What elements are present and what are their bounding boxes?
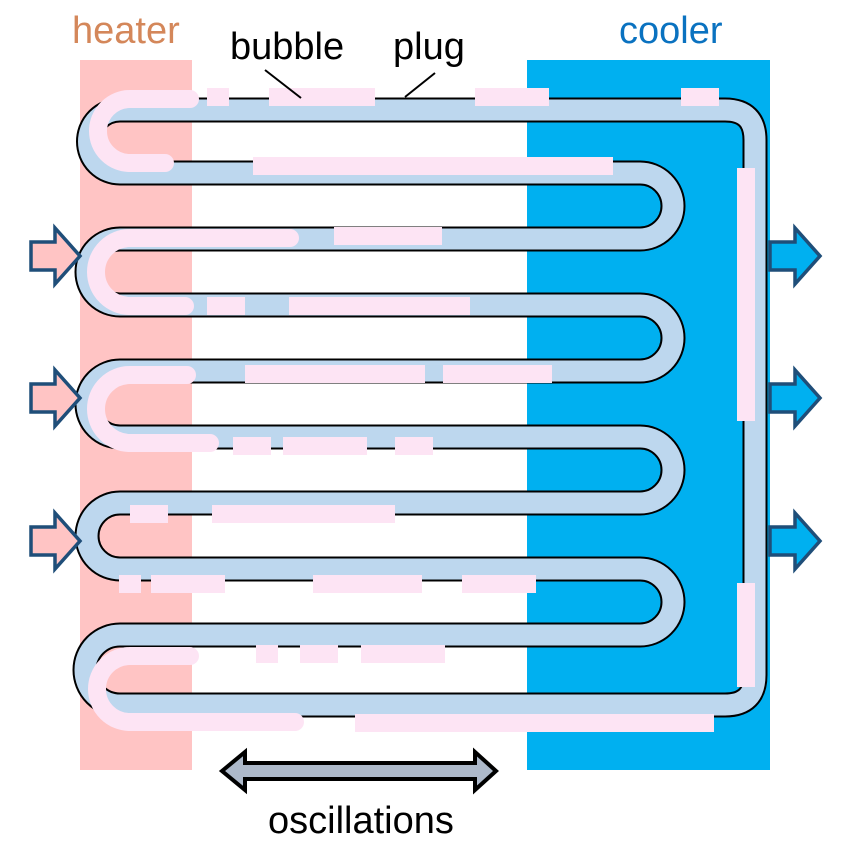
heat-in-arrows bbox=[29, 223, 83, 574]
vapor-bubble bbox=[212, 505, 395, 523]
vapor-bubble bbox=[334, 227, 442, 245]
vapor-bubble bbox=[87, 366, 219, 452]
vapor-bubble bbox=[475, 88, 549, 106]
vapor-bubble bbox=[87, 229, 299, 315]
heat-out-arrows bbox=[768, 223, 823, 574]
vapor-bubble bbox=[443, 365, 552, 383]
plug-label: plug bbox=[393, 26, 465, 68]
heat-in-arrow-icon bbox=[29, 365, 83, 431]
vapor-bubble bbox=[130, 505, 168, 523]
vapor-bubble bbox=[269, 88, 375, 106]
heat-out-arrow-icon bbox=[768, 508, 823, 574]
double-headed-arrow-icon bbox=[218, 747, 499, 795]
vapor-bubble bbox=[256, 645, 278, 663]
vapor-bubble bbox=[283, 437, 367, 455]
vapor-bubble bbox=[207, 297, 245, 315]
heat-out-arrow-icon bbox=[768, 365, 823, 431]
vapor-bubble bbox=[355, 714, 714, 732]
heat-out-arrow-icon bbox=[768, 223, 823, 289]
vapor-bubble bbox=[207, 88, 229, 106]
cooler-label: cooler bbox=[619, 10, 723, 52]
vapor-bubble bbox=[245, 365, 425, 383]
vapor-bubble bbox=[289, 297, 470, 315]
vapor-bubble bbox=[313, 575, 422, 593]
bubble-label: bubble bbox=[230, 26, 345, 68]
vapor-bubble bbox=[395, 437, 433, 455]
vapor-bubble bbox=[253, 157, 613, 175]
heat-in-arrow-icon bbox=[29, 508, 83, 574]
vapor-bubble bbox=[300, 645, 338, 663]
bubble-pointer-line bbox=[264, 69, 302, 99]
vapor-bubble bbox=[737, 168, 755, 421]
heat-in-arrow-icon bbox=[29, 223, 83, 289]
vapor-bubble bbox=[361, 645, 445, 663]
vapor-bubble bbox=[88, 647, 304, 731]
vapor-bubble bbox=[462, 575, 536, 593]
heater-label: heater bbox=[72, 10, 180, 52]
vapor-bubble bbox=[151, 575, 225, 593]
oscillations-label: oscillations bbox=[268, 800, 454, 842]
vapor-bubble bbox=[681, 88, 719, 106]
vapor-bubble bbox=[233, 437, 271, 455]
vapor-bubble bbox=[119, 575, 141, 593]
vapor-bubble bbox=[737, 583, 755, 687]
vapor-bubble bbox=[89, 90, 199, 172]
plug-pointer-line bbox=[404, 72, 436, 98]
